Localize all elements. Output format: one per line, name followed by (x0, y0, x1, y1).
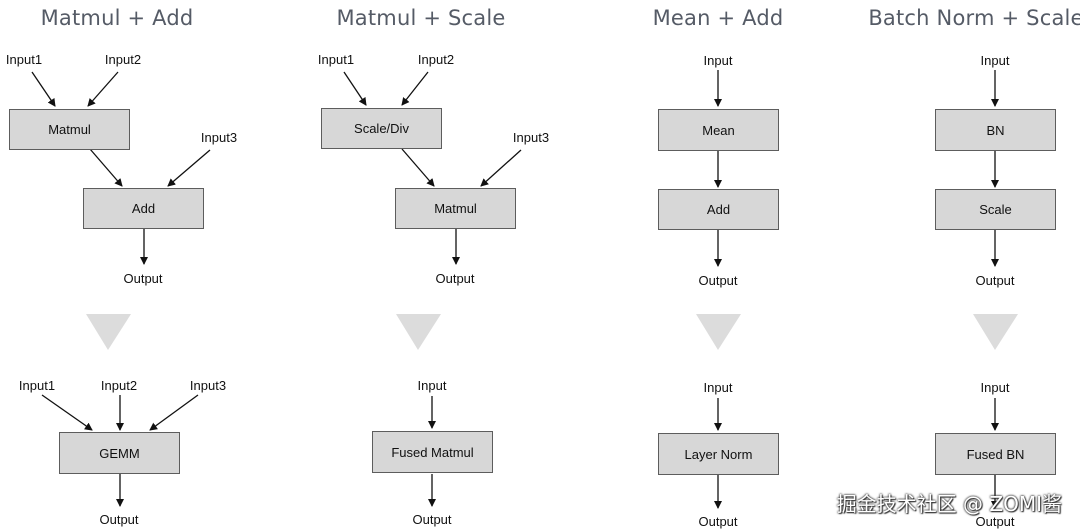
fused-bn-op-box: Fused BN (935, 433, 1056, 475)
fused-matmul-op-box: Fused Matmul (372, 431, 493, 473)
layer-norm-op-box: Layer Norm (658, 433, 779, 475)
bn-op-box: BN (935, 109, 1056, 151)
add-op-box: Add (83, 188, 204, 229)
input3-label: Input3 (512, 130, 550, 145)
output-label: Output (698, 514, 738, 529)
input2-label: Input2 (100, 378, 138, 393)
matmul-op-box: Matmul (395, 188, 516, 229)
fusion-arrow-2 (396, 314, 441, 350)
gemm-op-box: GEMM (59, 432, 180, 474)
output-label: Output (975, 273, 1015, 288)
input-label: Input (980, 380, 1010, 395)
input-label: Input (703, 53, 733, 68)
input-label: Input (703, 380, 733, 395)
output-label: Output (975, 514, 1015, 529)
title-matmul-scale: Matmul + Scale (336, 6, 506, 30)
input2-label: Input2 (417, 52, 455, 67)
input3-label: Input3 (189, 378, 227, 393)
input1-label: Input1 (18, 378, 56, 393)
fusion-arrow-1 (86, 314, 131, 350)
matmul-op-box: Matmul (9, 109, 130, 150)
input3-label: Input3 (200, 130, 238, 145)
add-op-box: Add (658, 189, 779, 230)
scale-op-box: Scale (935, 189, 1056, 230)
mean-op-box: Mean (658, 109, 779, 151)
output-label: Output (435, 271, 475, 286)
fusion-arrow-4 (973, 314, 1018, 350)
input2-label: Input2 (104, 52, 142, 67)
input1-label: Input1 (317, 52, 355, 67)
output-label: Output (123, 271, 163, 286)
title-matmul-add: Matmul + Add (40, 6, 194, 30)
input-label: Input (417, 378, 447, 393)
scale-div-op-box: Scale/Div (321, 108, 442, 149)
input-label: Input (980, 53, 1010, 68)
watermark-text: 掘金技术社区 @ ZOMI酱 (836, 492, 1062, 516)
output-label: Output (412, 512, 452, 527)
title-mean-add: Mean + Add (652, 6, 784, 30)
output-label: Output (698, 273, 738, 288)
fusion-arrow-3 (696, 314, 741, 350)
output-label: Output (99, 512, 139, 527)
title-batch-norm-scale: Batch Norm + Scale (868, 6, 1080, 30)
input1-label: Input1 (5, 52, 43, 67)
